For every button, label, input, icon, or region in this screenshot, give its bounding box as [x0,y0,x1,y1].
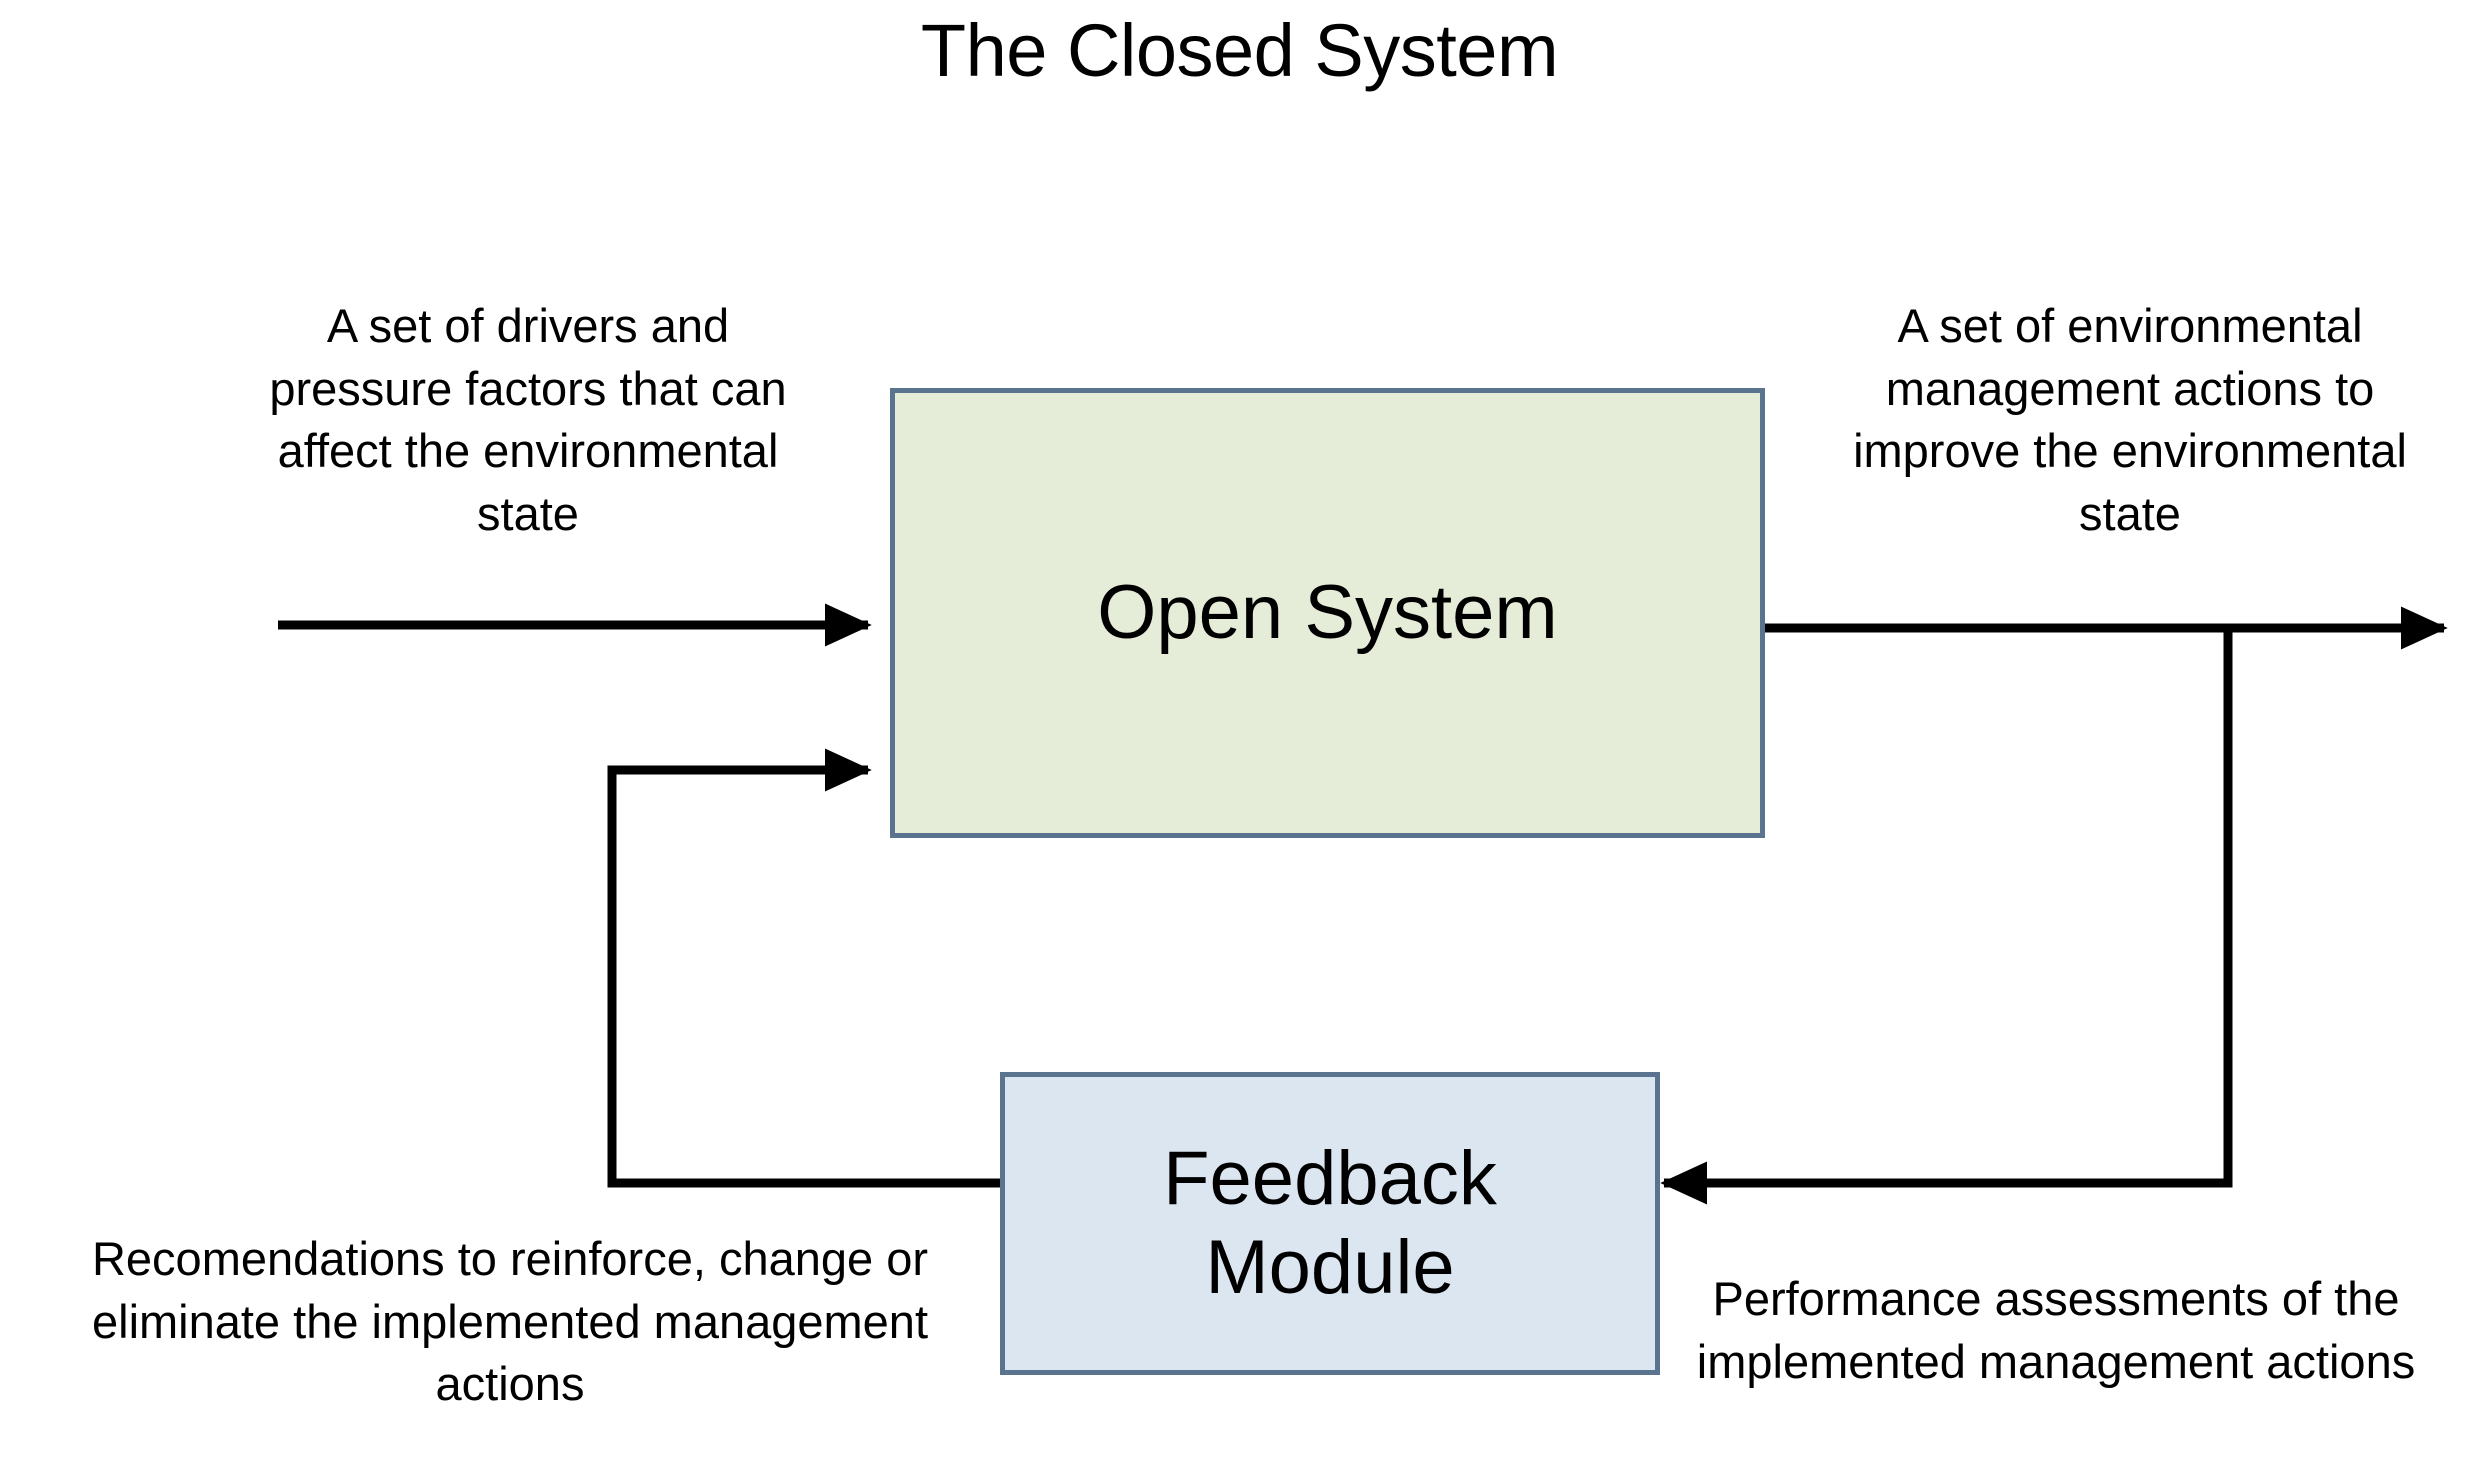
performance-assessment-arrow [1660,628,2233,1205]
recommendations-arrow [607,748,1000,1188]
feedback-module-label: Feedback Module [1163,1136,1497,1310]
page-title: The Closed System [920,9,1559,92]
recommendations-label: Recomendations to reinforce, change or e… [91,1232,929,1410]
input-drivers-label: A set of drivers and pressure factors th… [269,299,787,540]
output-actions-label: A set of environmental management action… [1853,299,2407,540]
open-system-label: Open System [1097,569,1558,655]
performance-assessments-label: Performance assessments of the implement… [1696,1272,2416,1388]
open-system-box: Open System [890,388,1765,838]
feedback-module-box: Feedback Module [1000,1072,1660,1375]
